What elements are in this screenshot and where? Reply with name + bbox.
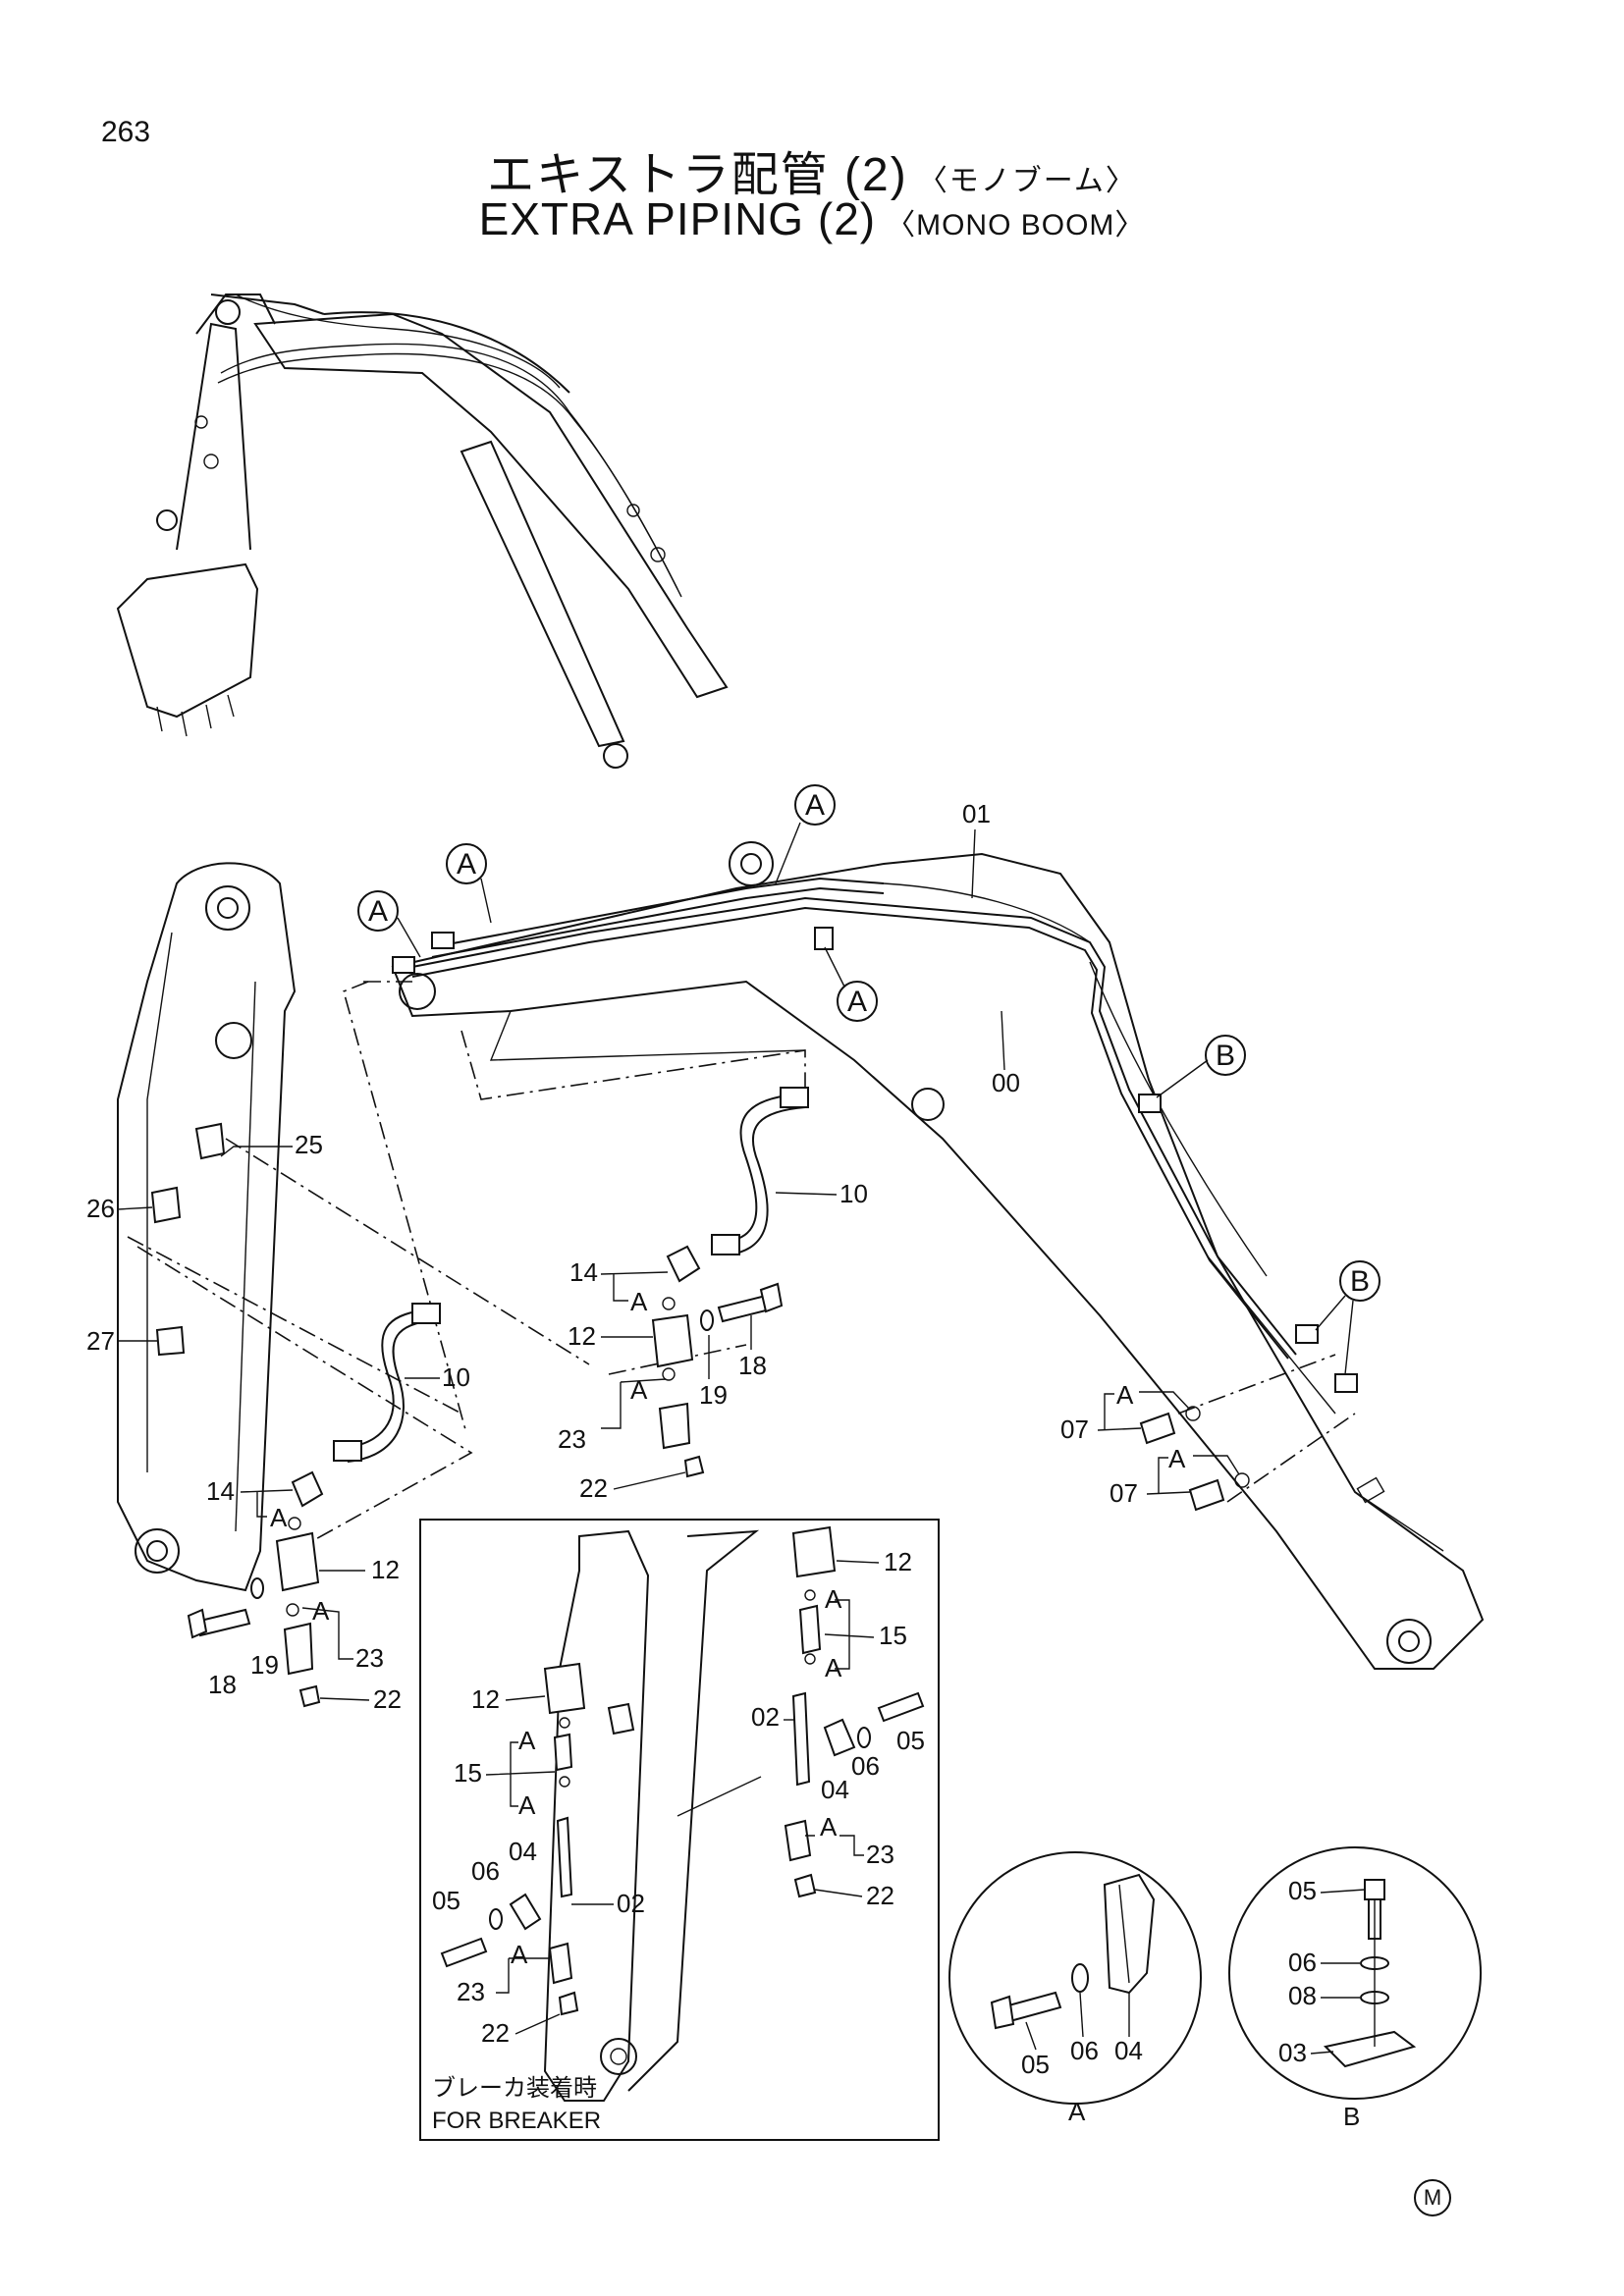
- breaker-seal-a-1: A: [518, 1726, 536, 1755]
- detail-b-label-08: 08: [1288, 1981, 1317, 2010]
- breaker-label-23-right: 23: [866, 1840, 894, 1869]
- seal-a-lower-1: A: [270, 1503, 288, 1532]
- label-10-lower: 10: [442, 1362, 470, 1392]
- manufacturer-mark-icon: M: [1414, 2179, 1451, 2216]
- detail-b-title: B: [1343, 2102, 1360, 2131]
- label-14-upper: 14: [569, 1257, 598, 1287]
- breaker-seal-a-2: A: [518, 1790, 536, 1820]
- breaker-label-02-left: 02: [617, 1889, 645, 1918]
- seal-a-center-1: A: [630, 1287, 648, 1316]
- label-26: 26: [86, 1194, 115, 1223]
- title-en-text: EXTRA PIPING (2): [478, 193, 877, 244]
- breaker-label-02-right: 02: [751, 1702, 780, 1732]
- label-18-upper: 18: [738, 1351, 767, 1380]
- breaker-label-06-left: 06: [471, 1856, 500, 1886]
- callout-a-3: A: [805, 789, 825, 822]
- title-jp-subtitle: 〈モノブーム〉: [917, 165, 1137, 197]
- detail-b-view: 05 06 08 03 B: [1228, 1846, 1482, 2131]
- label-25: 25: [295, 1130, 323, 1159]
- breaker-label-23-left: 23: [457, 1977, 485, 2006]
- breaker-label-05-right: 05: [896, 1726, 925, 1755]
- fittings-07: [1139, 1406, 1250, 1512]
- callout-a-2: A: [457, 848, 476, 881]
- title-en-subtitle: 〈MONO BOOM〉: [886, 209, 1146, 241]
- breaker-label-12-left: 12: [471, 1684, 500, 1714]
- breaker-label-06-right: 06: [851, 1751, 880, 1781]
- breaker-seal-a-5: A: [825, 1653, 842, 1682]
- breaker-note-jp: ブレーカ装着時: [432, 2075, 597, 2102]
- callout-b-2: B: [1350, 1265, 1370, 1298]
- detail-a-title: A: [1068, 2097, 1086, 2126]
- breaker-label-04-right: 04: [821, 1775, 849, 1804]
- detail-a-label-06: 06: [1070, 2036, 1099, 2065]
- breaker-label-15-left: 15: [454, 1758, 482, 1788]
- arm-illustration: [117, 862, 297, 1592]
- label-pipe-00: 00: [992, 1068, 1020, 1097]
- callout-b-1: B: [1216, 1040, 1235, 1072]
- callout-a-1: A: [368, 895, 388, 928]
- breaker-label-15-right: 15: [879, 1621, 907, 1650]
- detail-a-label-05: 05: [1021, 2050, 1050, 2079]
- label-12-lower: 12: [371, 1555, 400, 1584]
- page-title-english: EXTRA PIPING (2) 〈MONO BOOM〉: [0, 192, 1624, 245]
- label-23-upper: 23: [558, 1424, 586, 1454]
- detail-callouts: A A A A B B: [357, 784, 1380, 1375]
- seal-a-right-1: A: [1116, 1380, 1134, 1410]
- breaker-note-en: FOR BREAKER: [432, 2108, 601, 2134]
- breaker-seal-a-3: A: [511, 1940, 528, 1969]
- detail-a-label-04: 04: [1114, 2036, 1143, 2065]
- label-pipe-01: 01: [962, 799, 991, 828]
- page-number: 263: [101, 116, 151, 148]
- page-title-japanese: エキストラ配管 (2) 〈モノブーム〉: [0, 135, 1624, 204]
- breaker-seal-a-6: A: [820, 1812, 838, 1842]
- breaker-seal-a-4: A: [825, 1584, 842, 1614]
- breaker-label-12-right: 12: [884, 1547, 912, 1576]
- label-27: 27: [86, 1326, 115, 1356]
- callout-a-4: A: [847, 986, 867, 1018]
- boom-illustration: [391, 841, 1485, 1670]
- label-12-upper: 12: [568, 1321, 596, 1351]
- hose-10-lower: [187, 1303, 441, 1708]
- detail-b-label-03: 03: [1278, 2038, 1307, 2067]
- hose-10-upper: [651, 1087, 809, 1478]
- machine-overview-illustration: [116, 294, 729, 769]
- label-07-upper: 07: [1060, 1415, 1089, 1444]
- detail-b-label-06: 06: [1288, 1948, 1317, 1977]
- breaker-label-22-right: 22: [866, 1881, 894, 1910]
- pipe-assembly: [392, 877, 1358, 1415]
- label-19-lower: 19: [250, 1650, 279, 1680]
- label-22-upper: 22: [579, 1473, 608, 1503]
- left-part-labels: 25 26 27 10 14 A 12 18 19 A 23 22: [86, 1130, 470, 1714]
- breaker-label-05-left: 05: [432, 1886, 460, 1915]
- detail-a-view: 05 06 04 A: [948, 1851, 1202, 2126]
- detail-b-label-05: 05: [1288, 1876, 1317, 1905]
- label-22-lower: 22: [373, 1684, 402, 1714]
- breaker-detail-box: 12 15 A A 06 04 05 02 A 23 22 12 15 A A …: [419, 1519, 940, 2141]
- label-14-lower: 14: [206, 1476, 235, 1506]
- breaker-label-04-left: 04: [509, 1837, 537, 1866]
- center-part-labels: 10 14 A 12 19 18 A 23 22: [558, 1179, 868, 1503]
- label-07-lower: 07: [1110, 1478, 1138, 1508]
- seal-a-right-2: A: [1168, 1444, 1186, 1473]
- title-jp-text: エキストラ配管 (2): [487, 149, 908, 201]
- pipe-labels: 01 00: [962, 799, 1020, 1097]
- seal-a-lower-2: A: [312, 1596, 330, 1626]
- right-part-labels: 07 A 07 A: [1060, 1380, 1240, 1508]
- label-18-lower: 18: [208, 1670, 237, 1699]
- label-23-lower: 23: [355, 1643, 384, 1673]
- label-10-upper: 10: [839, 1179, 868, 1208]
- label-19-upper: 19: [699, 1380, 728, 1410]
- seal-a-center-2: A: [630, 1375, 648, 1405]
- breaker-label-22-left: 22: [481, 2018, 510, 2048]
